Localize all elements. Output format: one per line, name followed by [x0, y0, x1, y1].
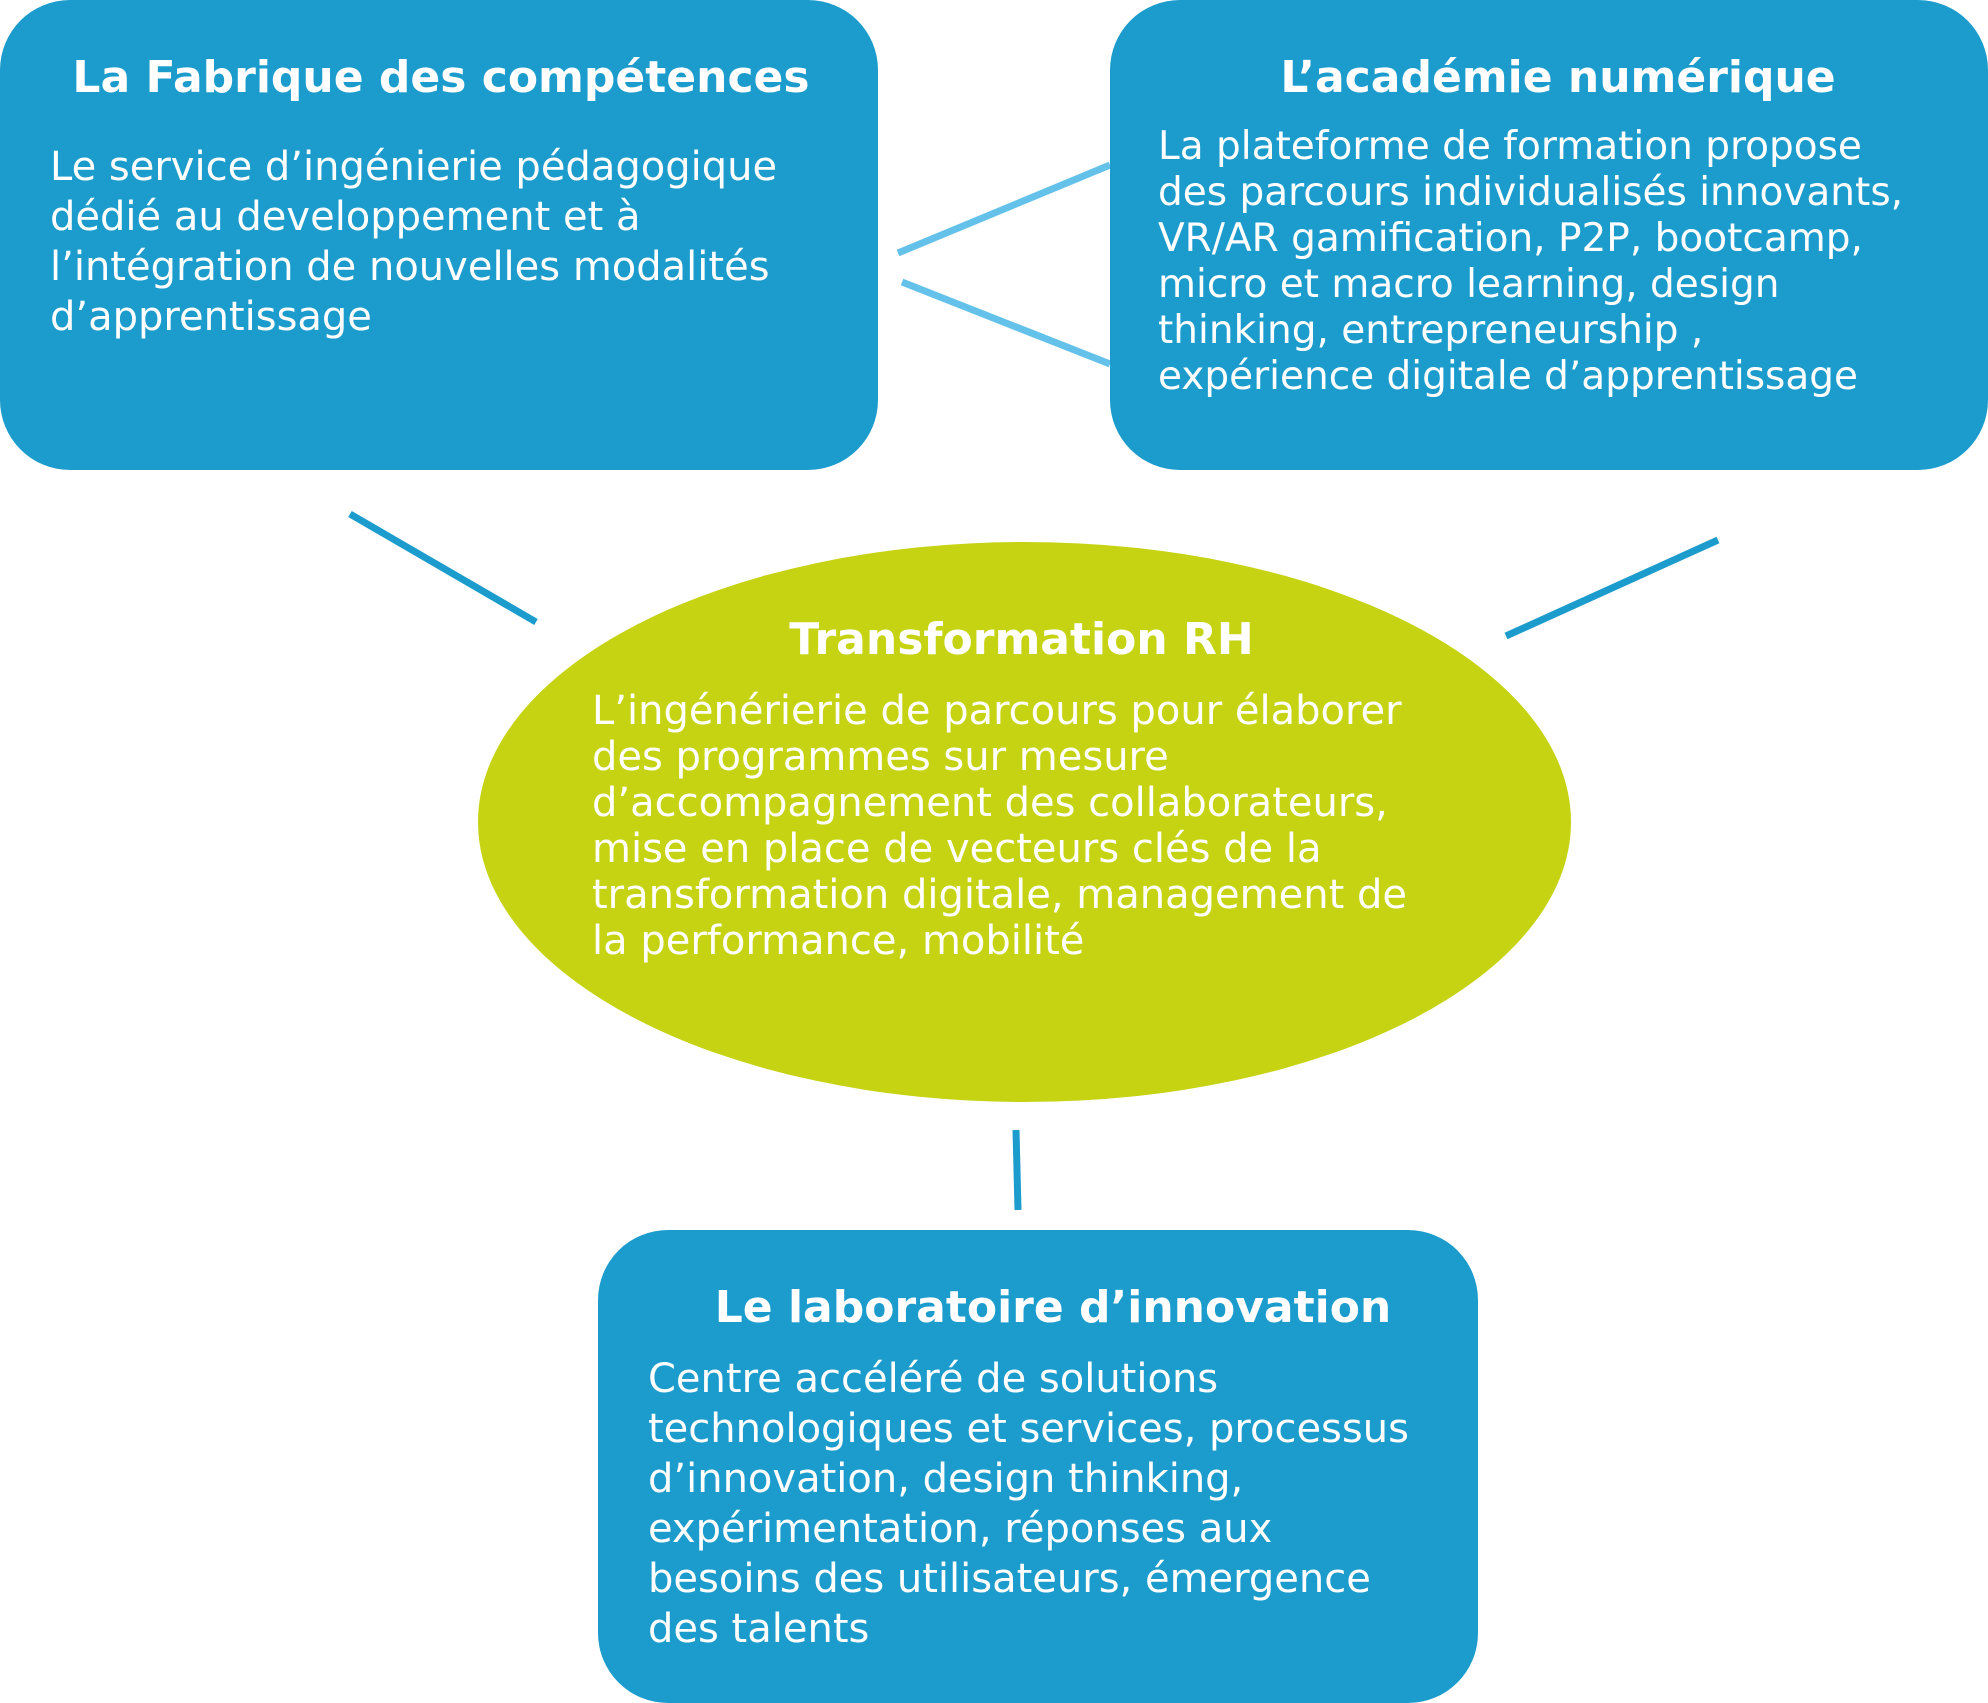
- node-description: L’ingénérierie de parcours pour élaborer…: [592, 688, 1471, 964]
- description-line: d’accompagnement des collaborateurs,: [592, 780, 1388, 826]
- description-line: expérimentation, réponses aux: [648, 1506, 1273, 1552]
- connector-center-laboratoire: [1012, 1129, 1022, 1211]
- connector-academie-center: [1504, 536, 1720, 640]
- description-line: micro et macro learning, design: [1158, 262, 1780, 307]
- connector-fabrique-academie-top: [896, 161, 1112, 257]
- description-line: expérience digitale d’apprentissage: [1158, 354, 1859, 399]
- node-academie-numerique: L’académie numérique La plateforme de fo…: [1110, 0, 1988, 470]
- description-line: VR/AR gamification, P2P, bootcamp,: [1158, 216, 1863, 261]
- description-line: mise en place de vecteurs clés de la: [592, 826, 1322, 872]
- description-line: dédié au developpement et à: [50, 194, 641, 240]
- description-line: d’innovation, design thinking,: [648, 1456, 1244, 1502]
- description-line: d’apprentissage: [50, 294, 372, 340]
- description-line: transformation digitale, management de: [592, 872, 1407, 918]
- description-line: technologiques et services, processus: [648, 1406, 1409, 1452]
- description-line: des parcours individualisés innovants,: [1158, 170, 1904, 215]
- description-line: besoins des utilisateurs, émergence: [648, 1556, 1371, 1602]
- description-line: des talents: [648, 1606, 870, 1652]
- node-laboratoire-innovation: Le laboratoire d’innovation Centre accél…: [598, 1230, 1478, 1703]
- description-line: Centre accéléré de solutions: [648, 1356, 1219, 1402]
- node-title: Transformation RH: [789, 614, 1254, 665]
- node-fabrique-competences: La Fabrique des compétences Le service d…: [0, 0, 878, 470]
- node-transformation-rh: Transformation RH L’ingénérierie de parc…: [478, 542, 1571, 1102]
- description-line: des programmes sur mesure: [592, 734, 1169, 780]
- description-line: la performance, mobilité: [592, 918, 1085, 964]
- description-line: Le service d’ingénierie pédagogique: [50, 144, 778, 190]
- description-line: L’ingénérierie de parcours pour élaborer: [592, 688, 1402, 734]
- node-title: L’académie numérique: [1280, 52, 1836, 103]
- description-line: La plateforme de formation propose: [1158, 124, 1862, 169]
- description-line: l’intégration de nouvelles modalités: [50, 244, 770, 290]
- connector-fabrique-center: [348, 510, 538, 626]
- connector-fabrique-academie-bottom: [900, 278, 1112, 368]
- node-title: Le laboratoire d’innovation: [714, 1282, 1392, 1333]
- description-line: thinking, entrepreneurship ,: [1158, 308, 1704, 353]
- node-title: La Fabrique des compétences: [72, 52, 810, 103]
